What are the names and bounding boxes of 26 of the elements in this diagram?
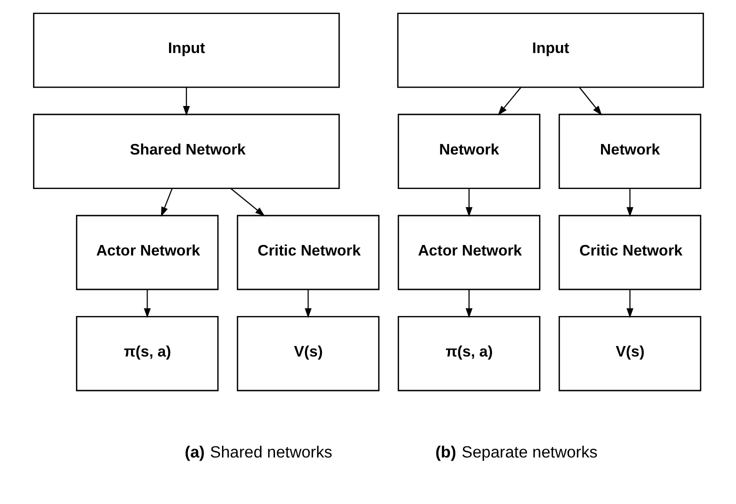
label: (b) Separate networks: [434, 442, 598, 461]
node-box: V(s): [236, 315, 379, 391]
node-box: Input: [32, 12, 340, 88]
node-box: Critic Network: [236, 214, 379, 290]
node-box: Actor Network: [397, 214, 540, 290]
node-box: V(s): [558, 315, 701, 391]
arrow: [143, 289, 150, 318]
node-box: π(s, a): [397, 315, 540, 391]
node-box: Critic Network: [558, 214, 701, 290]
label: (a) Shared networks: [184, 442, 332, 461]
arrow: [304, 289, 312, 318]
arrow: [497, 86, 521, 115]
node-box: Input: [396, 12, 704, 88]
arrow: [465, 289, 472, 318]
arrow: [578, 86, 602, 115]
arrow: [465, 188, 472, 216]
arrow: [230, 188, 264, 216]
arrow: [626, 289, 633, 318]
node-box: Actor Network: [75, 214, 218, 290]
node-box: Shared Network: [32, 113, 340, 189]
arrow: [160, 188, 172, 216]
node-box: Network: [397, 113, 540, 189]
node-box: π(s, a): [75, 315, 218, 391]
arrow: [626, 188, 633, 216]
node-box: Network: [558, 113, 701, 189]
arrow: [182, 86, 190, 116]
